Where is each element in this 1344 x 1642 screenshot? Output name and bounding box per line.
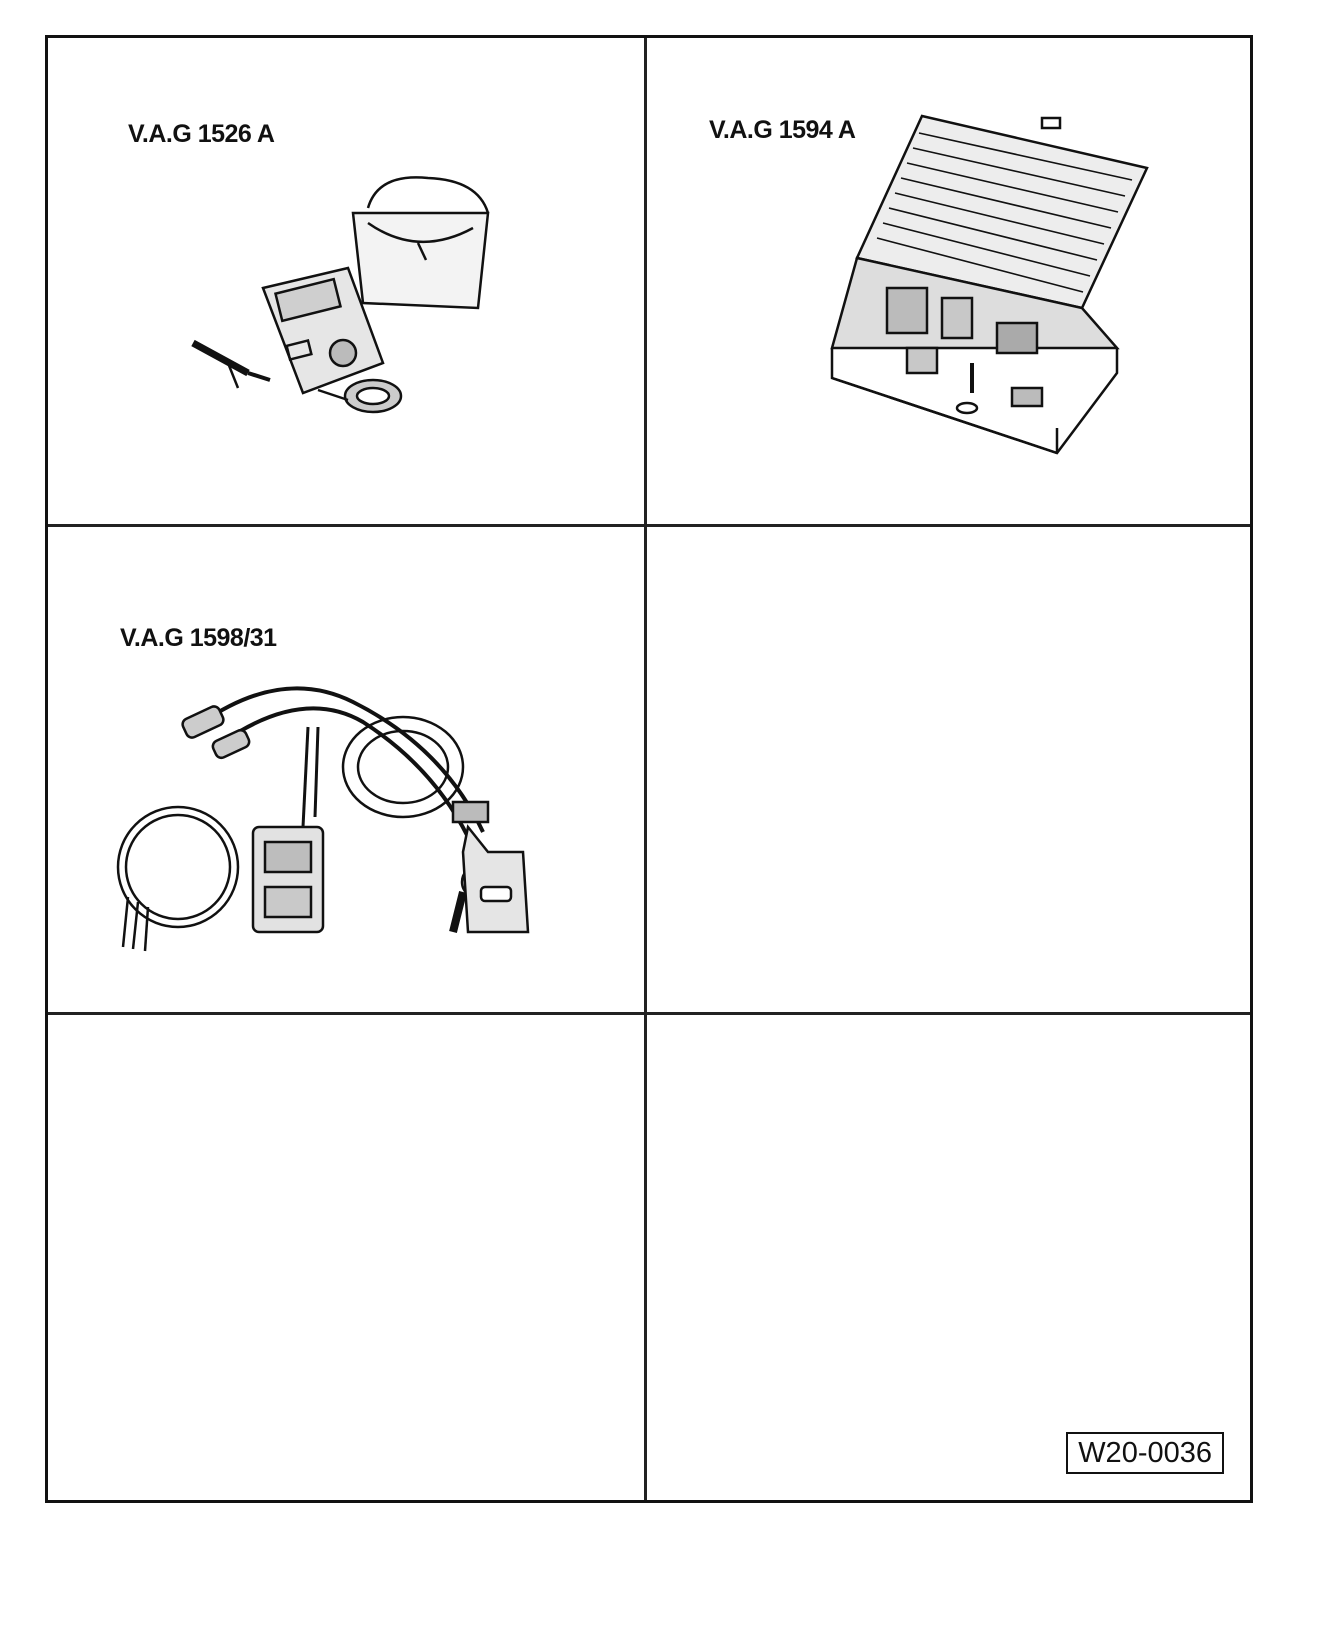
empty-cell-6: W20-0036 xyxy=(647,1015,1256,1500)
multimeter-kit-icon xyxy=(191,176,490,414)
row-divider-2 xyxy=(48,1012,1250,1015)
tool-label-3: V.A.G 1598/31 xyxy=(120,624,277,652)
tool-label-1: V.A.G 1526 A xyxy=(128,120,275,148)
adapter-case-icon xyxy=(830,114,1149,455)
tool-figure-sheet: V.A.G 1526 A xyxy=(45,35,1253,1503)
empty-cell-5 xyxy=(48,1015,644,1500)
figure-id-label: W20-0036 xyxy=(1066,1432,1224,1474)
tool-cell-2: V.A.G 1594 A xyxy=(647,38,1256,524)
column-divider xyxy=(644,38,647,1500)
empty-cell-4 xyxy=(647,527,1256,1012)
tool-cell-1: V.A.G 1526 A xyxy=(48,38,644,524)
row-divider-1 xyxy=(48,524,1250,527)
tool-label-2: V.A.G 1594 A xyxy=(709,116,856,144)
tool-cell-3: V.A.G 1598/31 xyxy=(48,527,644,1012)
test-adapter-cable-icon xyxy=(116,686,530,952)
